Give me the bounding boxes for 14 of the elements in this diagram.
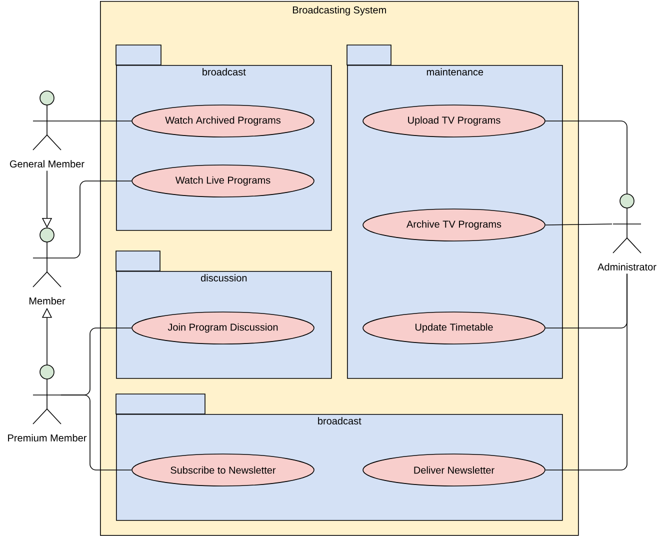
actor: Member xyxy=(29,228,66,304)
node-label: General Member xyxy=(10,160,84,168)
association-line xyxy=(545,120,628,194)
actor: Administrator xyxy=(598,194,656,270)
actor: General Member xyxy=(10,90,84,168)
node-label: Administrator xyxy=(598,263,656,270)
association-line xyxy=(60,394,132,470)
association-line xyxy=(60,120,132,122)
node-label: Member xyxy=(29,297,66,304)
association-line xyxy=(60,180,132,258)
actor: Premium Member xyxy=(8,364,87,442)
node-label: Premium Member xyxy=(8,434,87,442)
association-line xyxy=(545,273,628,470)
association-line xyxy=(545,224,612,226)
